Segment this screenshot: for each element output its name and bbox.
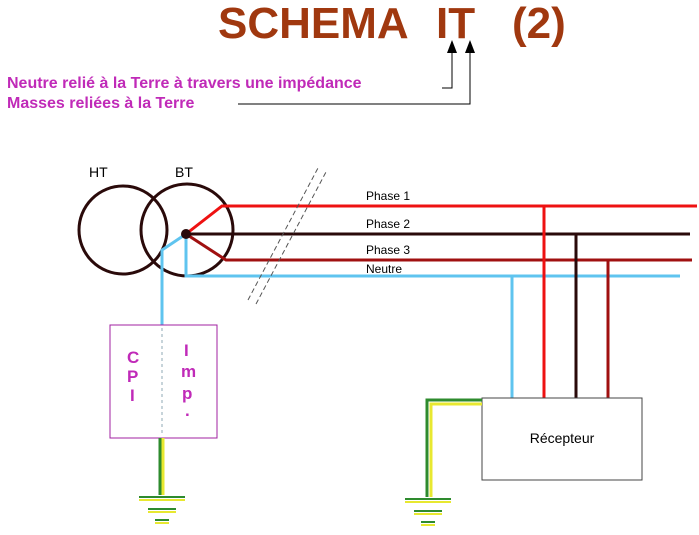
label-phase-3: Phase 3 — [366, 243, 410, 257]
letter-m: m — [181, 362, 196, 381]
annotation-neutral: Neutre relié à la Terre à travers une im… — [7, 75, 362, 92]
annotation-masses: Masses reliées à la Terre — [7, 95, 194, 112]
phase-1-line — [185, 204, 697, 236]
line-break-marks — [247, 167, 327, 305]
arrow-masses-head — [465, 40, 475, 53]
arrow-neutral-head — [447, 40, 457, 53]
annotation-arrows — [238, 40, 475, 105]
label-bt: BT — [175, 164, 193, 180]
neutral-line — [184, 234, 680, 278]
letter-p-imp: p — [182, 384, 192, 403]
title-suffix: (2) — [512, 0, 566, 48]
label-ht: HT — [89, 164, 108, 180]
title-prefix: SCHEMA — [218, 0, 409, 48]
receiver-box — [481, 397, 643, 481]
letter-i-imp: I — [184, 341, 189, 360]
earth-symbol-receiver — [405, 498, 451, 526]
letter-dot: . — [185, 401, 190, 420]
label-phase-2: Phase 2 — [366, 217, 410, 231]
transformer-primary-winding — [77, 184, 169, 276]
impedance-box — [109, 324, 218, 439]
letter-i: I — [130, 386, 135, 405]
letter-c: C — [127, 348, 139, 367]
label-neutral: Neutre — [366, 262, 402, 276]
arrow-neutral — [442, 52, 453, 89]
arrow-masses — [238, 52, 471, 105]
receiver-drops — [510, 206, 610, 398]
earth-symbol-impedance — [139, 496, 185, 524]
impedance-box-letters: C P I I m p . — [127, 341, 196, 420]
neutral-point — [181, 229, 191, 239]
conductors — [160, 204, 697, 325]
earth-wire-impedance — [158, 438, 165, 495]
receiver-label: Récepteur — [530, 430, 595, 446]
earth-wire-receiver — [425, 398, 482, 497]
neutral-to-impedance — [160, 232, 187, 325]
phase-3-line — [185, 232, 692, 262]
title-code: IT — [436, 0, 475, 48]
label-phase-1: Phase 1 — [366, 189, 410, 203]
letter-p: P — [127, 367, 138, 386]
